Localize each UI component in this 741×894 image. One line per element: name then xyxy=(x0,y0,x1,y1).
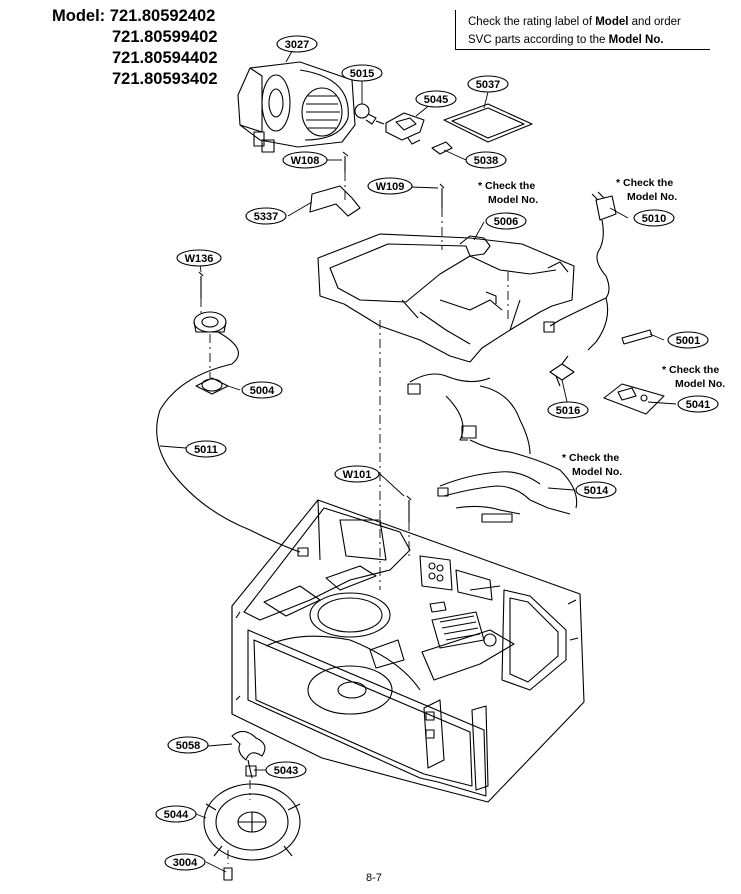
screw-w109 xyxy=(439,183,445,208)
svg-text:3027: 3027 xyxy=(285,39,309,51)
svg-text:5337: 5337 xyxy=(254,211,278,223)
model-notice-box: Check the rating label of Model and orde… xyxy=(455,10,710,50)
svg-text:5011: 5011 xyxy=(194,444,218,456)
lamp-clip xyxy=(431,141,453,155)
callout-5037: 5037 xyxy=(467,75,509,93)
callout-5041: 5041 xyxy=(677,395,719,413)
note-5006: * Check the Model No. xyxy=(478,180,538,206)
power-cord xyxy=(543,191,617,351)
svg-text:3004: 3004 xyxy=(173,857,198,869)
svg-text:W108: W108 xyxy=(291,155,320,167)
svg-text:* Check the: * Check the xyxy=(662,364,719,376)
callout-5337: 5337 xyxy=(245,207,287,225)
callout-5010: 5010 xyxy=(633,209,675,227)
bracket-5337 xyxy=(309,185,361,217)
svg-text:5045: 5045 xyxy=(424,94,448,106)
svg-text:5043: 5043 xyxy=(274,765,298,777)
svg-text:5038: 5038 xyxy=(474,155,498,167)
note-5041: * Check the Model No. xyxy=(662,364,725,390)
svg-text:* Check the: * Check the xyxy=(616,177,673,189)
screw-w101 xyxy=(406,495,412,522)
notice-text: SVC parts according to the xyxy=(468,34,609,46)
svg-text:5014: 5014 xyxy=(584,485,609,497)
model-number: 721.80593402 xyxy=(112,70,218,88)
note-5010: * Check the Model No. xyxy=(616,177,677,203)
svg-text:Model No.: Model No. xyxy=(572,466,622,478)
svg-text:Model No.: Model No. xyxy=(675,378,725,390)
callout-5044: 5044 xyxy=(155,805,197,823)
svg-text:Model No.: Model No. xyxy=(627,191,677,203)
callout-w136: W136 xyxy=(176,249,222,267)
lamp-socket xyxy=(385,112,425,145)
model-prefix: Model: xyxy=(52,7,106,25)
switch-assembly xyxy=(193,271,229,395)
svg-text:Model No.: Model No. xyxy=(488,194,538,206)
page-number: 8-7 xyxy=(366,872,382,884)
svg-text:5037: 5037 xyxy=(476,79,500,91)
callout-w101: W101 xyxy=(334,465,380,483)
stirrer-blade xyxy=(231,730,266,779)
thermal-cutoff xyxy=(549,355,575,387)
base-plate xyxy=(317,233,575,363)
svg-text:* Check the: * Check the xyxy=(478,180,535,192)
callout-5011: 5011 xyxy=(185,440,227,458)
lamp-bulb xyxy=(354,103,385,125)
screw-w108 xyxy=(342,151,349,172)
callout-5045: 5045 xyxy=(415,90,457,108)
svg-text:5041: 5041 xyxy=(686,399,710,411)
notice-text: and order xyxy=(628,16,681,28)
callout-5015: 5015 xyxy=(341,64,383,82)
model-number: 721.80592402 xyxy=(109,7,216,25)
svg-text:W101: W101 xyxy=(343,469,372,481)
svg-text:W136: W136 xyxy=(185,253,214,265)
callout-5043: 5043 xyxy=(265,761,307,779)
svg-text:5016: 5016 xyxy=(556,405,580,417)
main-wire-harness xyxy=(407,373,578,523)
model-list: Model: 721.80592402 721.80599402 721.805… xyxy=(52,6,218,90)
notice-text: Check the rating label of xyxy=(468,16,596,28)
svg-text:5044: 5044 xyxy=(164,809,189,821)
stirrer-motor-cover xyxy=(203,783,301,861)
model-number: 721.80599402 xyxy=(112,28,218,46)
callout-5014: 5014 xyxy=(575,481,617,499)
callout-5006: 5006 xyxy=(485,212,527,230)
model-number: 721.80594402 xyxy=(112,49,218,67)
fuse xyxy=(621,329,653,345)
wire-harness-5011 xyxy=(156,331,301,553)
callout-5001: 5001 xyxy=(667,331,709,349)
svg-text:5006: 5006 xyxy=(494,216,518,228)
lamp-cover xyxy=(443,103,533,143)
callout-5058: 5058 xyxy=(167,736,209,754)
screw-3004 xyxy=(223,867,233,881)
callout-labels: 3027 5015 5037 5045 5038 W108 W109 5337 … xyxy=(155,35,719,871)
note-5014: * Check the Model No. xyxy=(562,452,622,478)
callout-5038: 5038 xyxy=(465,151,507,169)
callout-3027: 3027 xyxy=(276,35,318,53)
callout-3004: 3004 xyxy=(164,853,206,871)
svg-text:5001: 5001 xyxy=(676,335,700,347)
callout-5016: 5016 xyxy=(547,401,589,419)
svg-text:5004: 5004 xyxy=(250,385,275,397)
svg-text:5010: 5010 xyxy=(642,213,666,225)
check-model-notes: * Check the Model No. * Check the Model … xyxy=(478,177,725,478)
svg-text:5058: 5058 xyxy=(176,740,200,752)
control-relay-board xyxy=(603,383,665,415)
callout-w108: W108 xyxy=(282,151,328,169)
callout-w109: W109 xyxy=(367,177,413,195)
svg-text:W109: W109 xyxy=(376,181,405,193)
callout-leaders xyxy=(159,43,677,873)
wire-connector xyxy=(297,547,309,557)
oven-cavity-chassis xyxy=(231,499,585,803)
assembly-guide-lines xyxy=(200,172,509,864)
svg-text:* Check the: * Check the xyxy=(562,452,619,464)
callout-5004: 5004 xyxy=(241,381,283,399)
notice-bold: Model No. xyxy=(608,34,664,46)
blower-fan-assembly xyxy=(237,61,356,153)
notice-bold: Model xyxy=(595,16,629,28)
svg-text:5015: 5015 xyxy=(350,68,374,80)
